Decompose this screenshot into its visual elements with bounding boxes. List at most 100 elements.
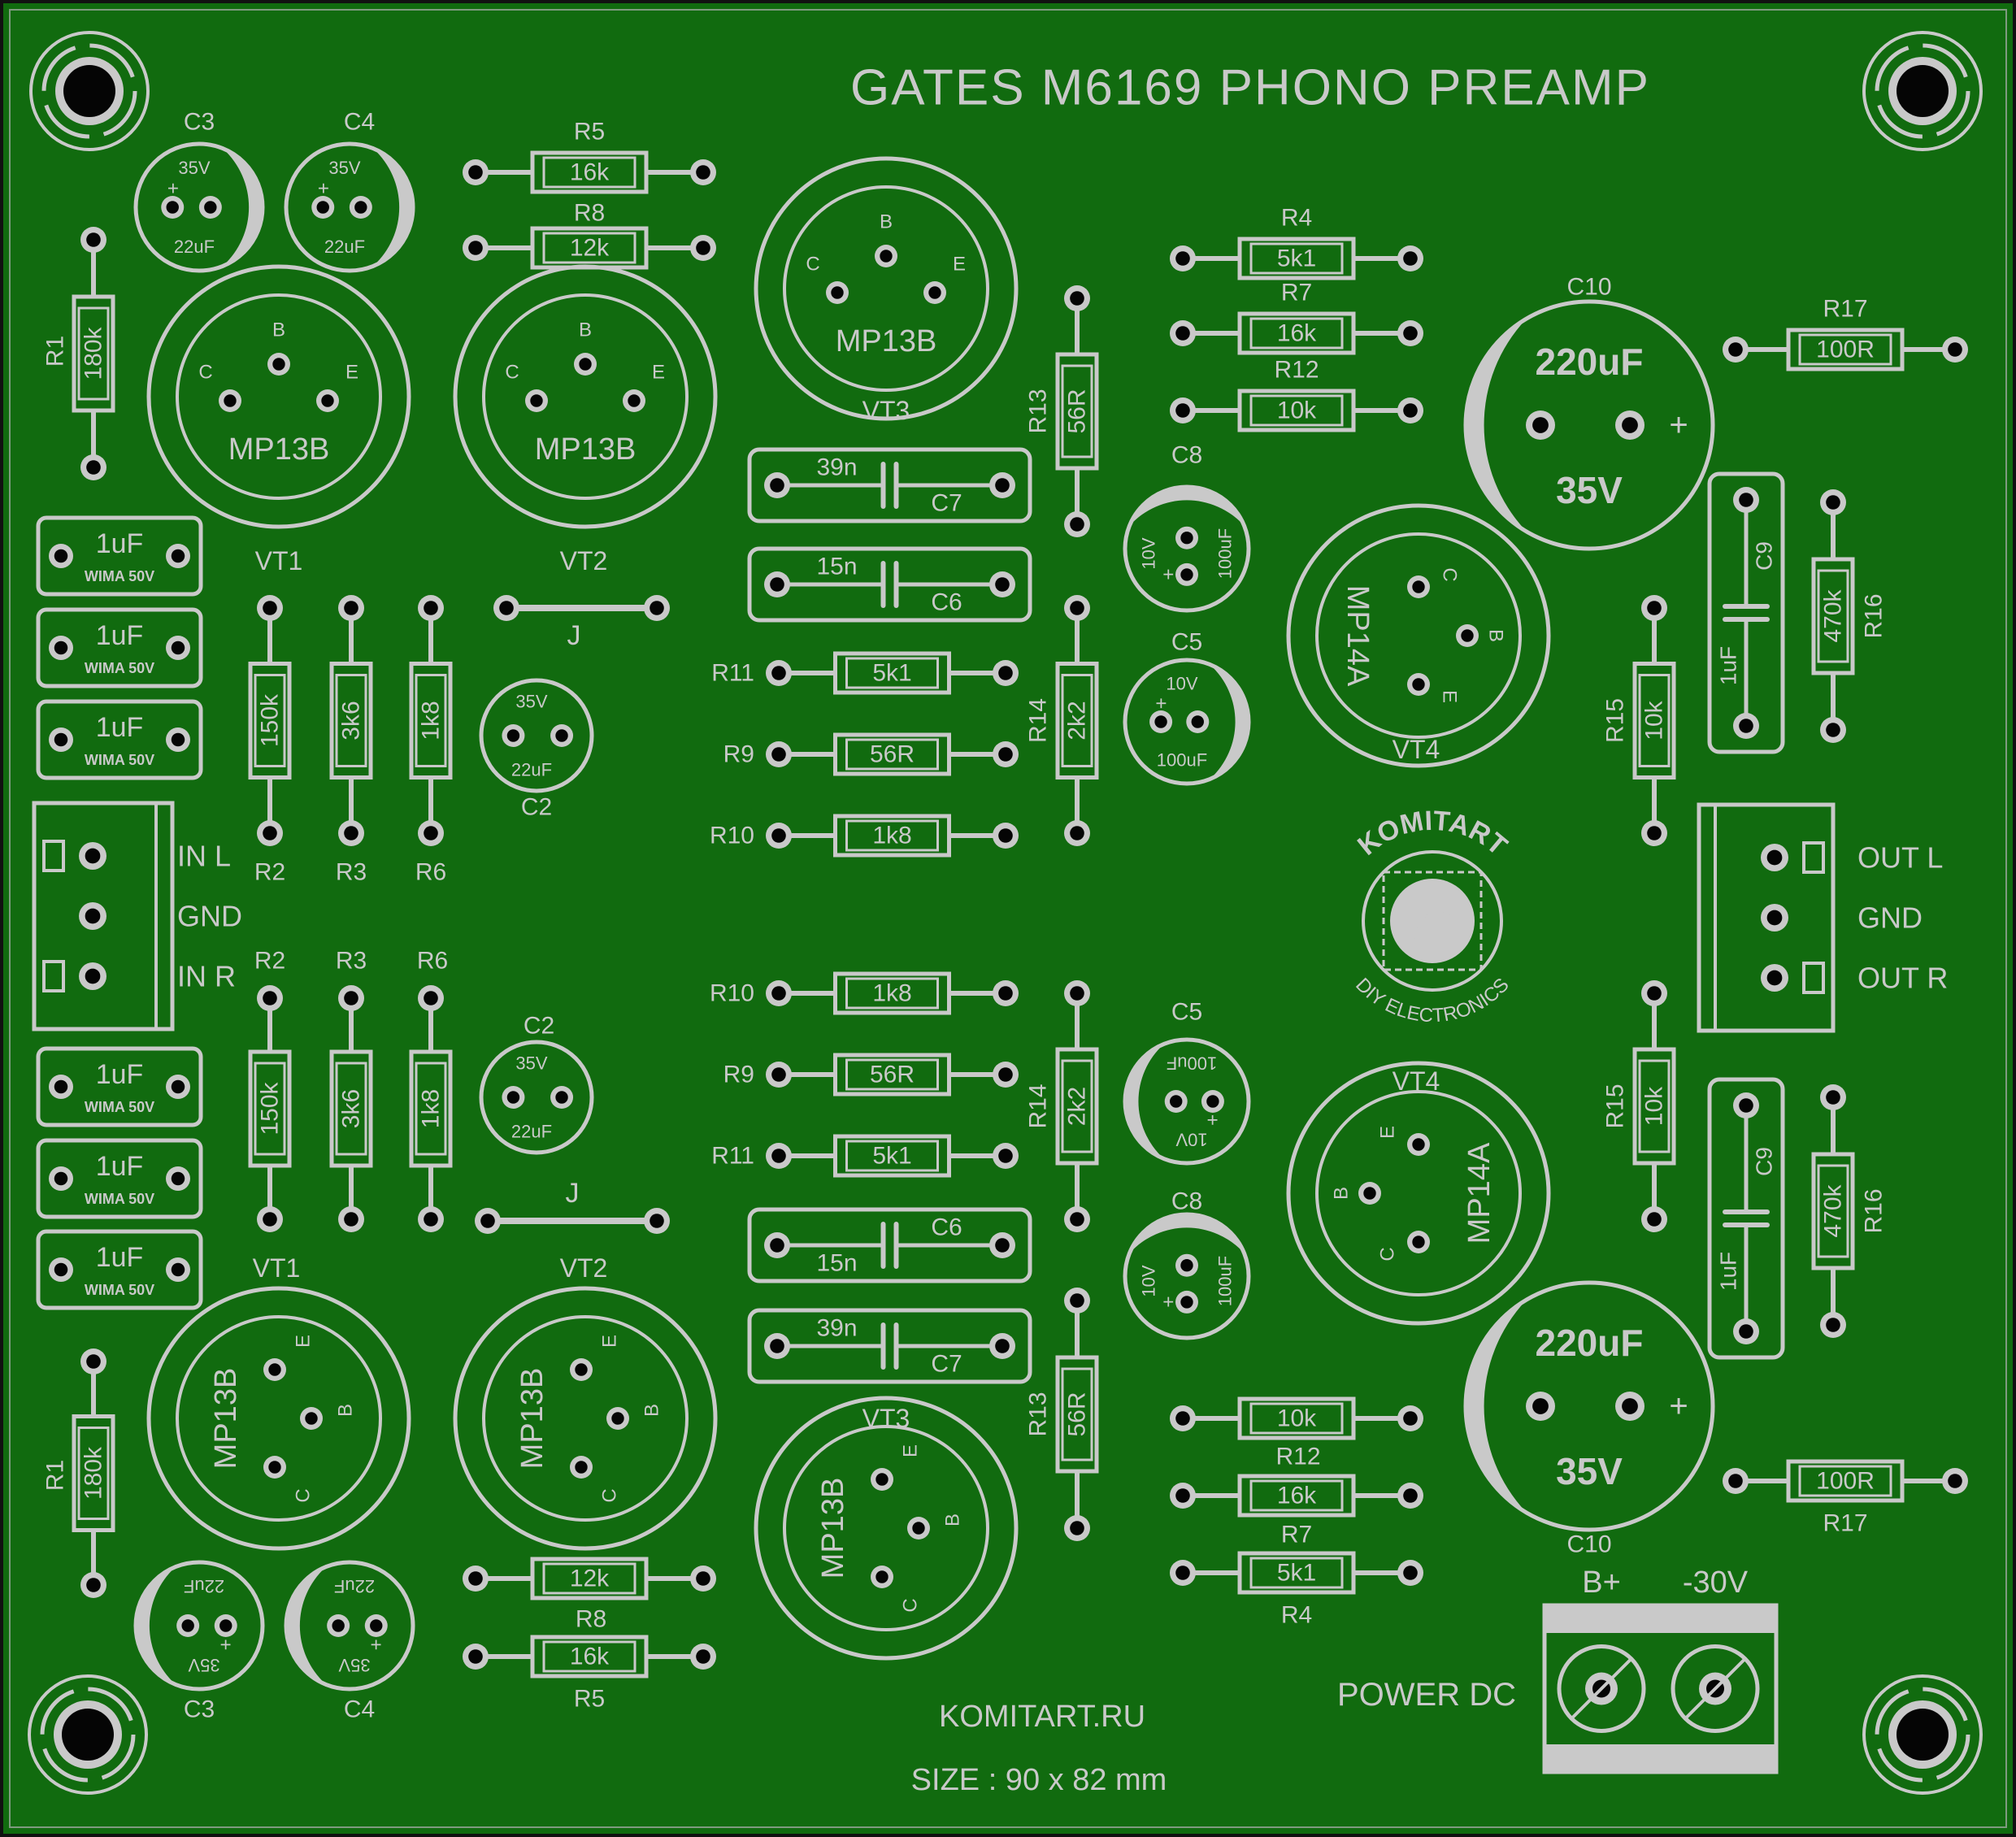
capacitor-outline	[1123, 484, 1251, 613]
silk-label: +	[365, 1639, 387, 1650]
resistor-ref: R15	[1602, 1084, 1629, 1128]
transistor-ref: VT2	[560, 1253, 608, 1283]
pad-hole	[771, 986, 786, 1001]
transistor-part: MP14A	[1462, 1142, 1497, 1244]
pad-hole	[995, 1339, 1010, 1353]
resistor-value: 3k6	[338, 1089, 365, 1128]
board-title: GATES M6169 PHONO PREAMP	[850, 60, 1650, 116]
pad-hole	[171, 732, 185, 747]
resistor-body	[1811, 557, 1855, 675]
resistor-value: 10k	[1277, 1405, 1317, 1432]
resistor-band	[542, 1640, 637, 1673]
capacitor-ref: C10	[1566, 1531, 1611, 1558]
pad-hole	[499, 601, 514, 615]
pad-hole	[1948, 342, 1962, 357]
silk-label: 22uF	[324, 237, 365, 257]
silk-label: C	[505, 362, 519, 384]
silk-label: R1	[42, 1460, 69, 1491]
silk-label: 35V	[178, 158, 210, 178]
resistor-value: 5k1	[1277, 1560, 1316, 1587]
mounting-hole-3	[28, 1674, 148, 1795]
pad-hole	[506, 1091, 520, 1104]
pin-c-hole	[575, 1461, 588, 1474]
silk-label: C	[293, 1488, 315, 1502]
input-cap-type: WIMA 50V	[85, 752, 154, 768]
resistor-ref: R5	[574, 1686, 605, 1713]
capacitor-outline	[747, 1308, 1032, 1384]
pad-hole	[86, 232, 101, 247]
resistor-body	[1786, 1459, 1905, 1503]
resistor-body	[72, 1414, 115, 1532]
capacitor-outline	[1463, 299, 1715, 551]
mounting-ring	[28, 1674, 148, 1795]
transistor-outline	[754, 1396, 1019, 1661]
pin-b-hole	[579, 358, 592, 371]
silk-label: 100uF	[1157, 750, 1207, 771]
resistor-ref: R17	[1823, 296, 1867, 323]
resistor-body	[1237, 1551, 1356, 1595]
capacitor-value: 15n	[816, 1250, 857, 1277]
pad-hole	[85, 968, 101, 984]
resistor-band	[1798, 333, 1892, 366]
mounting-hole	[62, 1709, 114, 1761]
output-pin-label: OUT R	[1857, 962, 1948, 995]
pad-hole	[344, 826, 358, 840]
resistor-band	[845, 977, 939, 1010]
silk-label: C	[1377, 1247, 1399, 1261]
silk-label: 35V	[515, 691, 547, 711]
pad-hole	[1766, 970, 1783, 986]
pin-c-hole	[224, 394, 237, 407]
resistor-ref: R9	[723, 741, 754, 768]
pad-hole	[1170, 1095, 1183, 1108]
pad-hole	[771, 1149, 786, 1163]
pad-hole	[468, 165, 483, 180]
resistor-ref: R16	[1861, 1188, 1888, 1233]
resistor-r1: 180k	[72, 227, 115, 480]
capacitor-ref: C7	[931, 1351, 962, 1378]
silk-label: 35V	[188, 1655, 219, 1675]
silk-label: B	[942, 1513, 964, 1526]
silk-label: R8	[574, 200, 605, 227]
mounting-ring	[29, 31, 150, 151]
resistor-value: 56R	[870, 741, 915, 768]
pad-hole	[1175, 1488, 1190, 1503]
pin-e-hole	[1412, 678, 1425, 691]
capacitor-value: 39n	[816, 1315, 857, 1342]
transistor-part: MP13B	[535, 432, 637, 467]
pad-hole	[1070, 826, 1084, 840]
resistor-r8: 12k	[463, 226, 716, 270]
pin-c-hole	[1412, 580, 1425, 593]
resistor-body	[530, 150, 649, 194]
transistor-ref: VT3	[862, 1404, 910, 1433]
resistor-value: 470k	[1820, 588, 1847, 642]
resistor-body	[1786, 328, 1905, 371]
transistor-ref: VT3	[862, 396, 910, 425]
silk-label: +	[312, 183, 334, 194]
pad-hole	[1403, 403, 1418, 418]
silk-label: R2	[254, 948, 285, 975]
pad-hole	[1647, 601, 1662, 615]
pad-hole	[998, 666, 1013, 680]
mounting-ring-inner	[41, 43, 137, 139]
resistor-band	[845, 819, 939, 852]
silk-label: +	[1162, 563, 1174, 585]
silk-label: B	[335, 1404, 357, 1417]
input-cap-value: 1uF	[96, 712, 144, 743]
capacitor-value: 220uF	[1536, 1322, 1644, 1364]
pad-hole	[424, 1212, 438, 1227]
pad-hole	[771, 666, 786, 680]
capacitor-ref: C5	[1171, 999, 1202, 1026]
